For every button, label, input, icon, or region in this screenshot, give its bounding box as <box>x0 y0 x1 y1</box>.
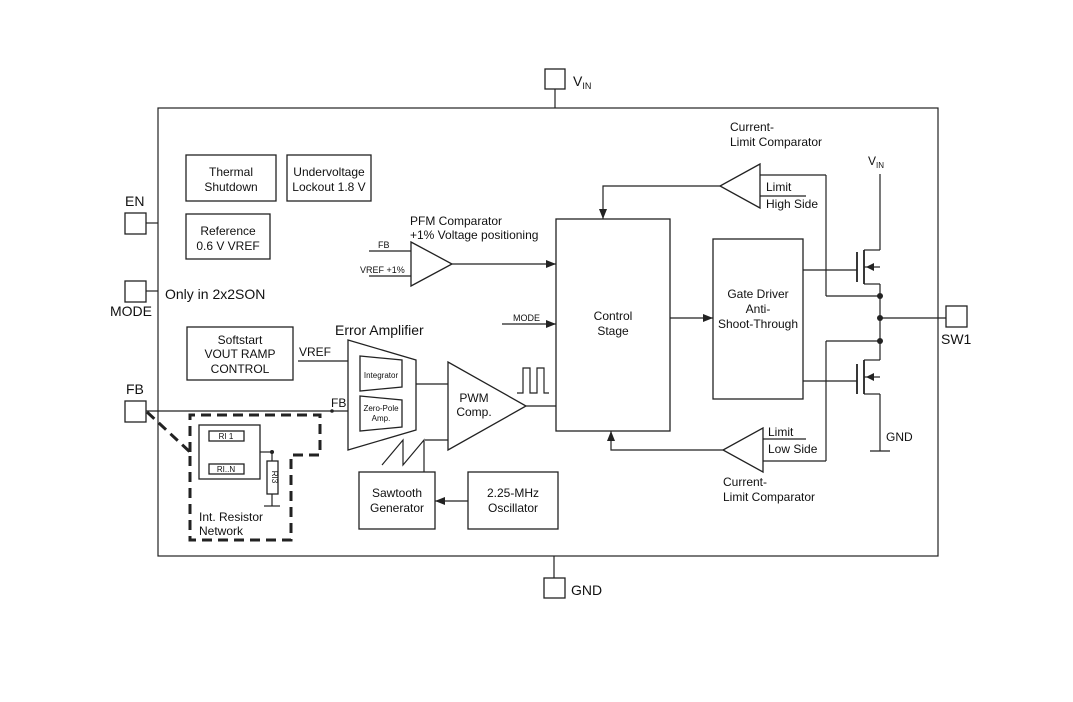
sawtooth-generator-block: Sawtooth Generator <box>358 471 436 530</box>
svg-text:Only in 2x2SON: Only in 2x2SON <box>165 286 265 302</box>
svg-text:0.6 V VREF: 0.6 V VREF <box>196 239 259 253</box>
pfm-comparator: PFM Comparator +1% Voltage positioning F… <box>360 214 556 288</box>
internal-resistor-network: RI 1 RI..N RI3 Int. Resistor Network <box>188 413 322 542</box>
svg-text:Shoot-Through: Shoot-Through <box>718 317 798 331</box>
svg-text:VIN: VIN <box>573 73 591 91</box>
pin-fb: FB <box>124 381 348 454</box>
svg-text:Low Side: Low Side <box>768 442 818 456</box>
svg-text:FB: FB <box>378 240 390 250</box>
svg-text:Control: Control <box>594 309 633 323</box>
softstart-block: Softstart VOUT RAMP CONTROL <box>186 326 294 381</box>
svg-text:RI..N: RI..N <box>217 465 235 474</box>
svg-text:Int. Resistor: Int. Resistor <box>199 510 263 524</box>
svg-text:Limit: Limit <box>766 180 792 194</box>
pin-gnd: GND <box>543 556 602 599</box>
svg-text:Integrator: Integrator <box>364 371 399 380</box>
svg-text:Limit Comparator: Limit Comparator <box>730 135 822 149</box>
svg-text:MODE: MODE <box>110 303 152 319</box>
svg-text:VREF: VREF <box>299 345 331 359</box>
ic-outline <box>157 107 939 557</box>
uvlo-block: Undervoltage Lockout 1.8 V <box>286 154 372 202</box>
oscillator-block: 2.25-MHz Oscillator <box>435 471 559 530</box>
gate-driver-block: Gate Driver Anti- Shoot-Through <box>712 238 804 400</box>
svg-text:Limit Comparator: Limit Comparator <box>723 490 815 504</box>
svg-text:Softstart: Softstart <box>218 333 263 347</box>
svg-text:+1% Voltage positioning: +1% Voltage positioning <box>410 228 538 242</box>
svg-text:Lockout 1.8 V: Lockout 1.8 V <box>292 180 365 194</box>
svg-text:Stage: Stage <box>597 324 629 338</box>
svg-text:GND: GND <box>886 430 913 444</box>
svg-text:High Side: High Side <box>766 197 818 211</box>
svg-text:VREF +1%: VREF +1% <box>360 265 405 275</box>
pin-en: EN <box>124 193 158 235</box>
pin-sw1: SW1 <box>880 305 972 347</box>
svg-text:Generator: Generator <box>370 501 424 515</box>
svg-text:2.25-MHz: 2.25-MHz <box>487 486 539 500</box>
power-stage: VIN GND <box>803 154 913 452</box>
svg-text:Amp.: Amp. <box>372 414 391 423</box>
svg-text:GND: GND <box>571 582 602 598</box>
pwm-comparator: PWM Comp. <box>381 360 556 472</box>
svg-text:Zero-Pole: Zero-Pole <box>363 404 399 413</box>
svg-text:Current-: Current- <box>730 120 774 134</box>
svg-text:Undervoltage: Undervoltage <box>293 165 365 179</box>
mode-input: MODE <box>502 313 556 328</box>
pin-vin: VIN <box>544 68 591 108</box>
svg-text:Limit: Limit <box>768 425 794 439</box>
svg-text:SW1: SW1 <box>941 331 972 347</box>
svg-text:Thermal: Thermal <box>209 165 253 179</box>
svg-text:EN: EN <box>125 193 144 209</box>
svg-text:FB: FB <box>126 381 144 397</box>
svg-text:FB: FB <box>331 396 346 410</box>
control-stage-block: Control Stage <box>555 218 671 432</box>
error-amplifier: Error Amplifier Integrator Zero-Pole Amp… <box>298 322 448 451</box>
svg-text:CONTROL: CONTROL <box>211 362 270 376</box>
svg-text:Oscillator: Oscillator <box>488 501 538 515</box>
current-limit-low-side: Limit Low Side Current- Limit Comparator <box>607 340 880 504</box>
svg-text:PFM Comparator: PFM Comparator <box>410 214 502 228</box>
pin-mode: MODE Only in 2x2SON <box>110 280 265 319</box>
svg-text:Gate Driver: Gate Driver <box>727 287 788 301</box>
svg-text:VOUT RAMP: VOUT RAMP <box>204 347 275 361</box>
current-limit-high-side: Current- Limit Comparator Limit High Sid… <box>599 120 880 297</box>
thermal-shutdown-block: Thermal Shutdown <box>185 154 277 202</box>
svg-text:Comp.: Comp. <box>456 405 491 419</box>
svg-text:Network: Network <box>199 524 244 538</box>
svg-text:RI 1: RI 1 <box>219 432 234 441</box>
svg-text:PWM: PWM <box>459 391 488 405</box>
svg-text:RI3: RI3 <box>270 471 279 484</box>
svg-text:Shutdown: Shutdown <box>204 180 257 194</box>
svg-text:Reference: Reference <box>200 224 256 238</box>
svg-text:MODE: MODE <box>513 313 540 323</box>
svg-text:VIN: VIN <box>868 154 884 170</box>
svg-text:Error Amplifier: Error Amplifier <box>335 322 424 338</box>
svg-text:Anti-: Anti- <box>746 302 771 316</box>
svg-text:Current-: Current- <box>723 475 767 489</box>
svg-text:Sawtooth: Sawtooth <box>372 486 422 500</box>
reference-block: Reference 0.6 V VREF <box>185 213 271 260</box>
